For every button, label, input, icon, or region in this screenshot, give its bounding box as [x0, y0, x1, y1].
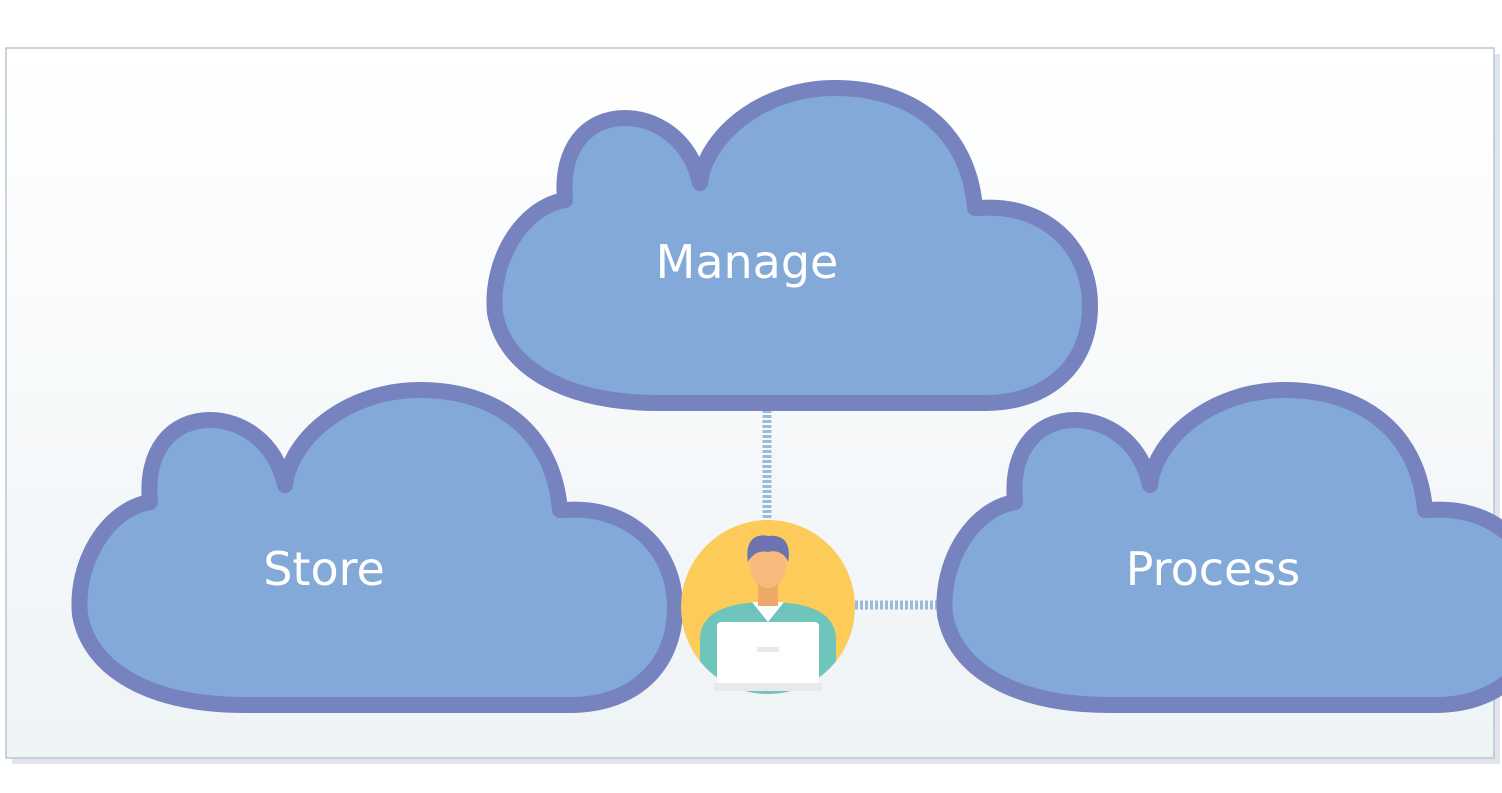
- cloud-manage-label: Manage: [656, 235, 839, 289]
- user-at-laptop-icon: [681, 520, 855, 694]
- cloud-store-label: Store: [263, 542, 385, 596]
- cloud-process-label: Process: [1126, 542, 1301, 596]
